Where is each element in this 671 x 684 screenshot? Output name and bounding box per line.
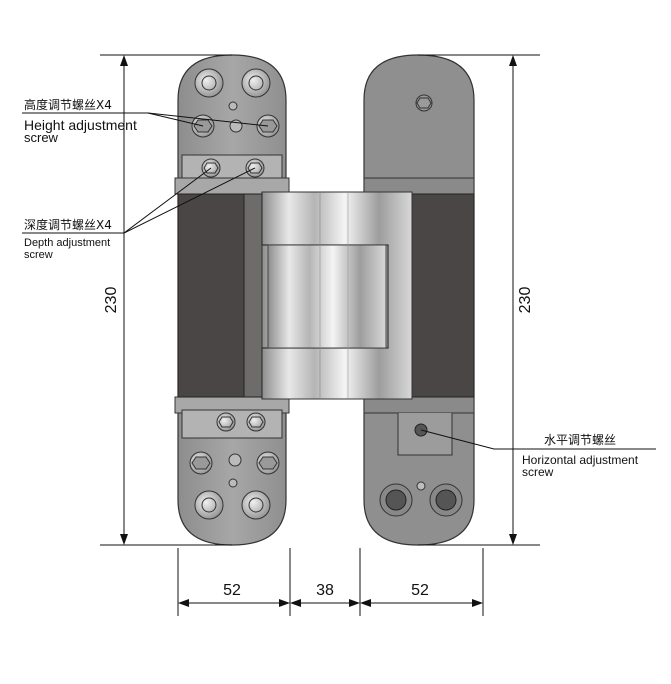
horizontal-label-en-2: screw	[522, 465, 554, 479]
left-width-dimension: 52	[223, 582, 241, 599]
left-hinge-body	[174, 54, 290, 546]
height-label-en-2: screw	[24, 130, 59, 145]
right-height-dimension: 230	[517, 287, 534, 314]
height-label-en: Height adjustment	[24, 117, 137, 133]
leader-lines	[22, 112, 656, 450]
right-width-dimension: 52	[411, 582, 429, 599]
dimension-lines	[100, 54, 540, 616]
left-height-dimension: 230	[103, 287, 120, 314]
hinge-knuckle	[261, 191, 413, 400]
depth-label-cn: 深度调节螺丝X4	[24, 217, 112, 232]
middle-width-dimension: 38	[316, 582, 334, 599]
depth-label-en: Depth adjustment	[24, 237, 110, 249]
horizontal-label-en: Horizontal adjustment	[522, 453, 639, 467]
height-label-cn: 高度调节螺丝X4	[24, 97, 112, 112]
horizontal-label-cn: 水平调节螺丝	[544, 433, 616, 447]
depth-label-en-2: screw	[24, 249, 53, 261]
